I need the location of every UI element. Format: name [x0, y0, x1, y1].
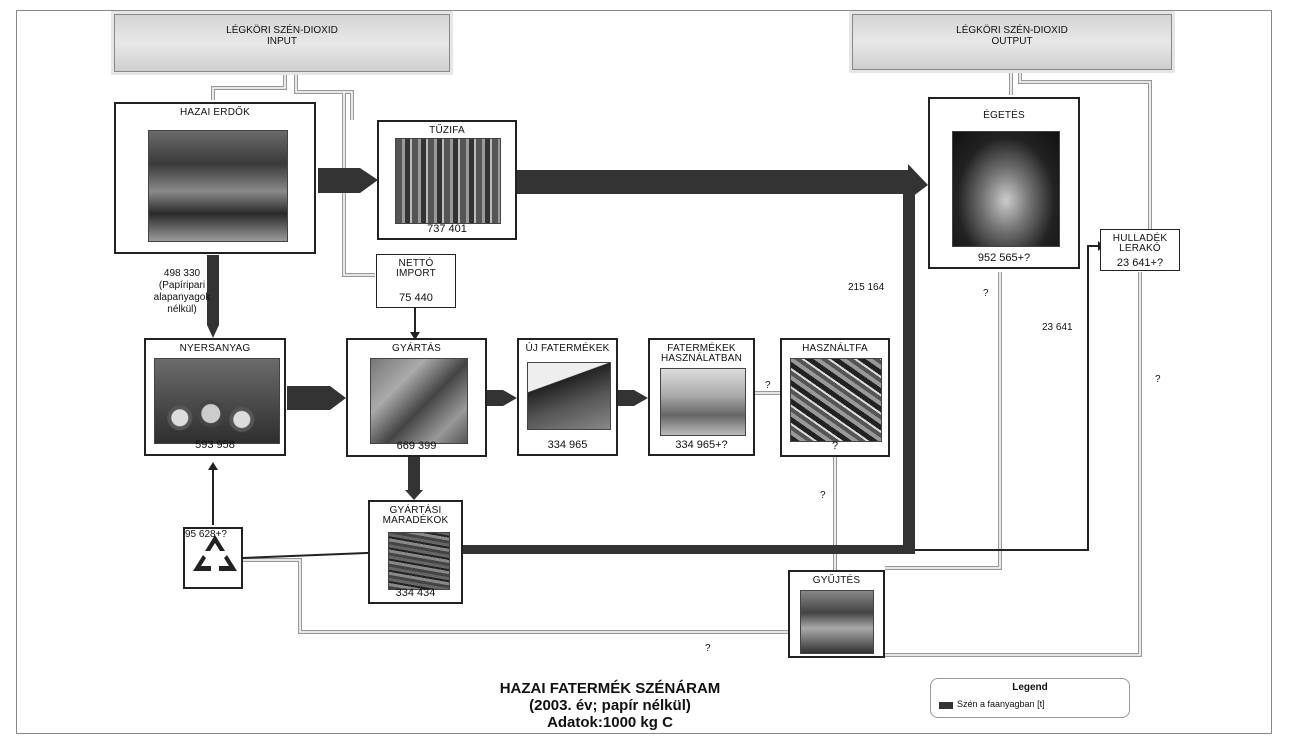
node-raw-material-label: NYERSANYAG [179, 343, 251, 354]
node-burning: ÉGETÉS 952 565+? [928, 97, 1080, 269]
node-collection: GYŰJTÉS [788, 570, 885, 658]
manufacturing-to-residues-arrow [408, 457, 420, 492]
co2-output-label: LÉGKÖRI SZÉN-DIOXID OUTPUT [956, 25, 1068, 47]
node-burning-value: 952 565+? [977, 252, 1031, 264]
legend-swatch [939, 702, 953, 709]
node-net-import: NETTÓ IMPORT 75 440 [376, 254, 456, 308]
node-new-products-label: ÚJ FATERMÉKEK [525, 343, 610, 354]
node-landfill: HULLADÉK LERAKÓ 23 641+? [1100, 229, 1180, 271]
firewood-photo [395, 138, 501, 224]
burning-trunk-bar [903, 192, 915, 550]
to-landfill-arrow [915, 245, 1098, 551]
manufacturing-to-newproducts-arrow [487, 390, 517, 406]
collection-to-burning-flow [885, 272, 1002, 570]
node-recycling-value: 95 628+? [185, 529, 227, 540]
node-used-wood-value: ? [831, 440, 839, 452]
flow-label-landfill: 23 641 [1042, 322, 1073, 333]
legend-title: Legend [1012, 682, 1048, 693]
node-forests: HAZAI ERDŐK [114, 102, 316, 254]
node-residues-label: GYÁRTÁSI MARADÉKOK [382, 505, 449, 526]
collection-to-landfill-flow [885, 272, 1142, 657]
flow-q-collect: ? [820, 490, 826, 501]
forest-photo [148, 130, 288, 242]
node-net-import-label: NETTÓ IMPORT [396, 258, 436, 279]
recycle-icon [193, 535, 237, 571]
node-used-wood: HASZNÁLTFA ? [780, 338, 890, 457]
newproducts-to-use-arrow [618, 390, 648, 406]
fire-photo [952, 131, 1060, 247]
node-raw-material-value: 593 958 [195, 439, 235, 451]
legend-item: Szén a faanyagban [t] [957, 699, 1045, 709]
collection-photo [800, 590, 874, 654]
node-raw-material: NYERSANYAG 593 958 [144, 338, 286, 456]
node-residues-value: 334 434 [395, 587, 436, 599]
input-to-forests-flow [211, 72, 287, 100]
flow-q-use: ? [765, 380, 771, 391]
node-used-wood-label: HASZNÁLTFA [802, 343, 868, 354]
flow-label-forest-raw: 498 330 (Papíripari alapanyagok nélkül) [153, 268, 211, 315]
node-recycling: 95 628+? [183, 527, 243, 589]
flow-q-burn: ? [983, 288, 989, 299]
forest-to-firewood-arrow [318, 168, 378, 193]
raw-to-manufacturing-arrow [287, 386, 346, 410]
node-residues: GYÁRTÁSI MARADÉKOK 334 434 [368, 500, 463, 604]
node-manufacturing: GYÁRTÁS 669 399 [346, 338, 487, 457]
node-landfill-label: HULLADÉK LERAKÓ [1112, 233, 1168, 254]
house-photo [527, 362, 611, 430]
interior-photo [660, 368, 746, 436]
co2-output-cloud: LÉGKÖRI SZÉN-DIOXID OUTPUT [852, 14, 1172, 70]
title-line-3: Adatok:1000 kg C [547, 714, 673, 731]
residues-to-burning-bar [463, 545, 915, 554]
node-new-products-value: 334 965 [547, 439, 588, 451]
node-firewood-label: TŰZIFA [429, 125, 465, 136]
forest-to-raw-arrow [207, 255, 219, 325]
node-new-products: ÚJ FATERMÉKEK 334 965 [517, 338, 618, 456]
logs-photo [154, 358, 280, 444]
diagram-frame [16, 10, 1272, 734]
node-net-import-value: 75 440 [399, 292, 433, 304]
node-products-in-use-label: FATERMÉKEK HASZNÁLATBAN [660, 343, 743, 364]
node-landfill-value: 23 641+? [1116, 257, 1164, 269]
recycling-to-collection-flow [243, 558, 788, 634]
diagram-title: HAZAI FATERMÉK SZÉNÁRAM (2003. év; papír… [420, 680, 800, 731]
flow-label-burning: 215 164 [848, 282, 885, 293]
node-manufacturing-label: GYÁRTÁS [391, 343, 441, 354]
node-manufacturing-value: 669 399 [396, 440, 437, 452]
node-forests-label: HAZAI ERDŐK [180, 107, 250, 118]
flow-q-landfill: ? [1155, 374, 1161, 385]
node-products-in-use-value: 334 965+? [675, 439, 728, 451]
sawmill-photo [370, 358, 468, 444]
residues-photo [388, 532, 450, 590]
node-burning-label: ÉGETÉS [983, 110, 1025, 121]
node-collection-label: GYŰJTÉS [812, 575, 861, 586]
scrapwood-photo [790, 358, 882, 442]
node-firewood: TŰZIFA 737 401 [377, 120, 517, 240]
node-firewood-value: 737 401 [427, 223, 467, 235]
node-products-in-use: FATERMÉKEK HASZNÁLATBAN 334 965+? [648, 338, 755, 456]
flow-q-bottom: ? [705, 643, 711, 654]
title-line-1: HAZAI FATERMÉK SZÉNÁRAM [499, 680, 721, 697]
co2-input-label: LÉGKÖRI SZÉN-DIOXID INPUT [226, 25, 338, 47]
co2-input-cloud: LÉGKÖRI SZÉN-DIOXID INPUT [114, 14, 450, 72]
legend-box: Legend Szén a faanyagban [t] [930, 678, 1130, 718]
firewood-to-burning-arrow [517, 164, 928, 200]
title-line-2: (2003. év; papír nélkül) [529, 697, 691, 714]
residues-to-recycling-line [242, 551, 391, 559]
